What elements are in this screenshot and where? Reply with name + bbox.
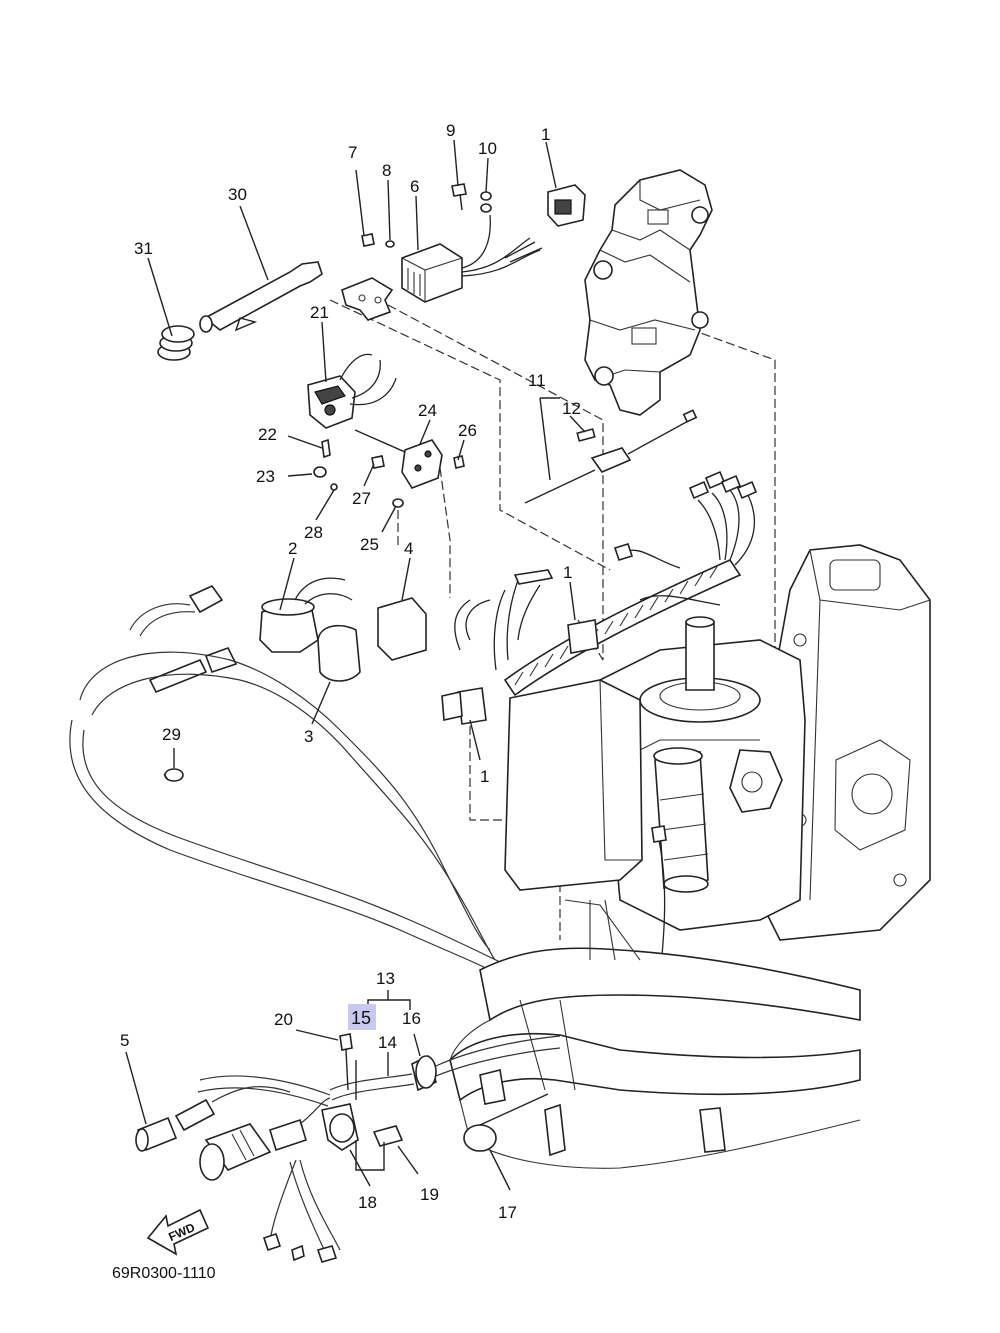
part-label[interactable]: 5: [120, 1031, 129, 1050]
part-label[interactable]: 2: [288, 539, 297, 558]
rectifier-regulator: [401, 214, 543, 303]
part-label[interactable]: 31: [134, 239, 153, 258]
drawing-linework: [69, 139, 931, 1263]
fuse-holder: [524, 409, 698, 504]
main-connector: [199, 1097, 404, 1263]
engine-block: [759, 544, 931, 941]
switch-21: [307, 353, 397, 429]
bottom-cowling: [449, 899, 861, 1169]
starter-motor: [651, 747, 709, 976]
part-label[interactable]: 11: [528, 371, 546, 390]
part-label[interactable]: 1: [541, 125, 550, 144]
part-label-highlighted[interactable]: 15: [351, 1008, 371, 1028]
part-label[interactable]: 22: [258, 425, 277, 444]
part-label[interactable]: 7: [348, 143, 357, 162]
part-label[interactable]: 26: [458, 421, 477, 440]
harness-cable-5: [135, 1085, 291, 1152]
part-label[interactable]: 9: [446, 121, 455, 140]
part-label[interactable]: 6: [410, 177, 419, 196]
part-label[interactable]: 20: [274, 1010, 293, 1029]
part-label[interactable]: 10: [478, 139, 497, 158]
part-label[interactable]: 1: [480, 767, 489, 786]
part-labels: 1 1 1 2 3 4 5 6 7 8 9 10 11 12 13 14 15 …: [120, 121, 581, 1222]
part-label[interactable]: 30: [228, 185, 247, 204]
part-label[interactable]: 17: [498, 1203, 517, 1222]
fwd-arrow: [146, 1208, 210, 1256]
part-label[interactable]: 3: [304, 727, 313, 746]
part-label[interactable]: 13: [376, 969, 395, 988]
bracket-assembly: [584, 169, 713, 416]
part-label[interactable]: 28: [304, 523, 323, 542]
part-label[interactable]: 1: [563, 563, 572, 582]
part-label[interactable]: 21: [310, 303, 329, 322]
part-label[interactable]: 29: [162, 725, 181, 744]
drawing-code: 69R0300-1110: [112, 1265, 216, 1282]
part-label[interactable]: 25: [360, 535, 379, 554]
part-label[interactable]: 19: [420, 1185, 439, 1204]
part-label[interactable]: 16: [402, 1009, 421, 1028]
spring-31: [157, 325, 195, 361]
part-label[interactable]: 24: [418, 401, 437, 420]
wire-harness: [454, 470, 758, 697]
part-label[interactable]: 27: [352, 489, 371, 508]
connector-top: [547, 184, 586, 227]
part-label[interactable]: 14: [378, 1033, 397, 1052]
starter-relay: [259, 577, 353, 653]
lever-30: [199, 261, 323, 333]
highlight-box: [348, 1004, 376, 1030]
part-label[interactable]: 18: [358, 1193, 377, 1212]
lower-harness: [197, 1035, 561, 1107]
part-label[interactable]: 4: [404, 539, 413, 558]
part-label[interactable]: 12: [562, 399, 581, 418]
part-label[interactable]: 23: [256, 467, 275, 486]
bolt-9: [451, 183, 467, 211]
part-label[interactable]: 8: [382, 161, 391, 180]
